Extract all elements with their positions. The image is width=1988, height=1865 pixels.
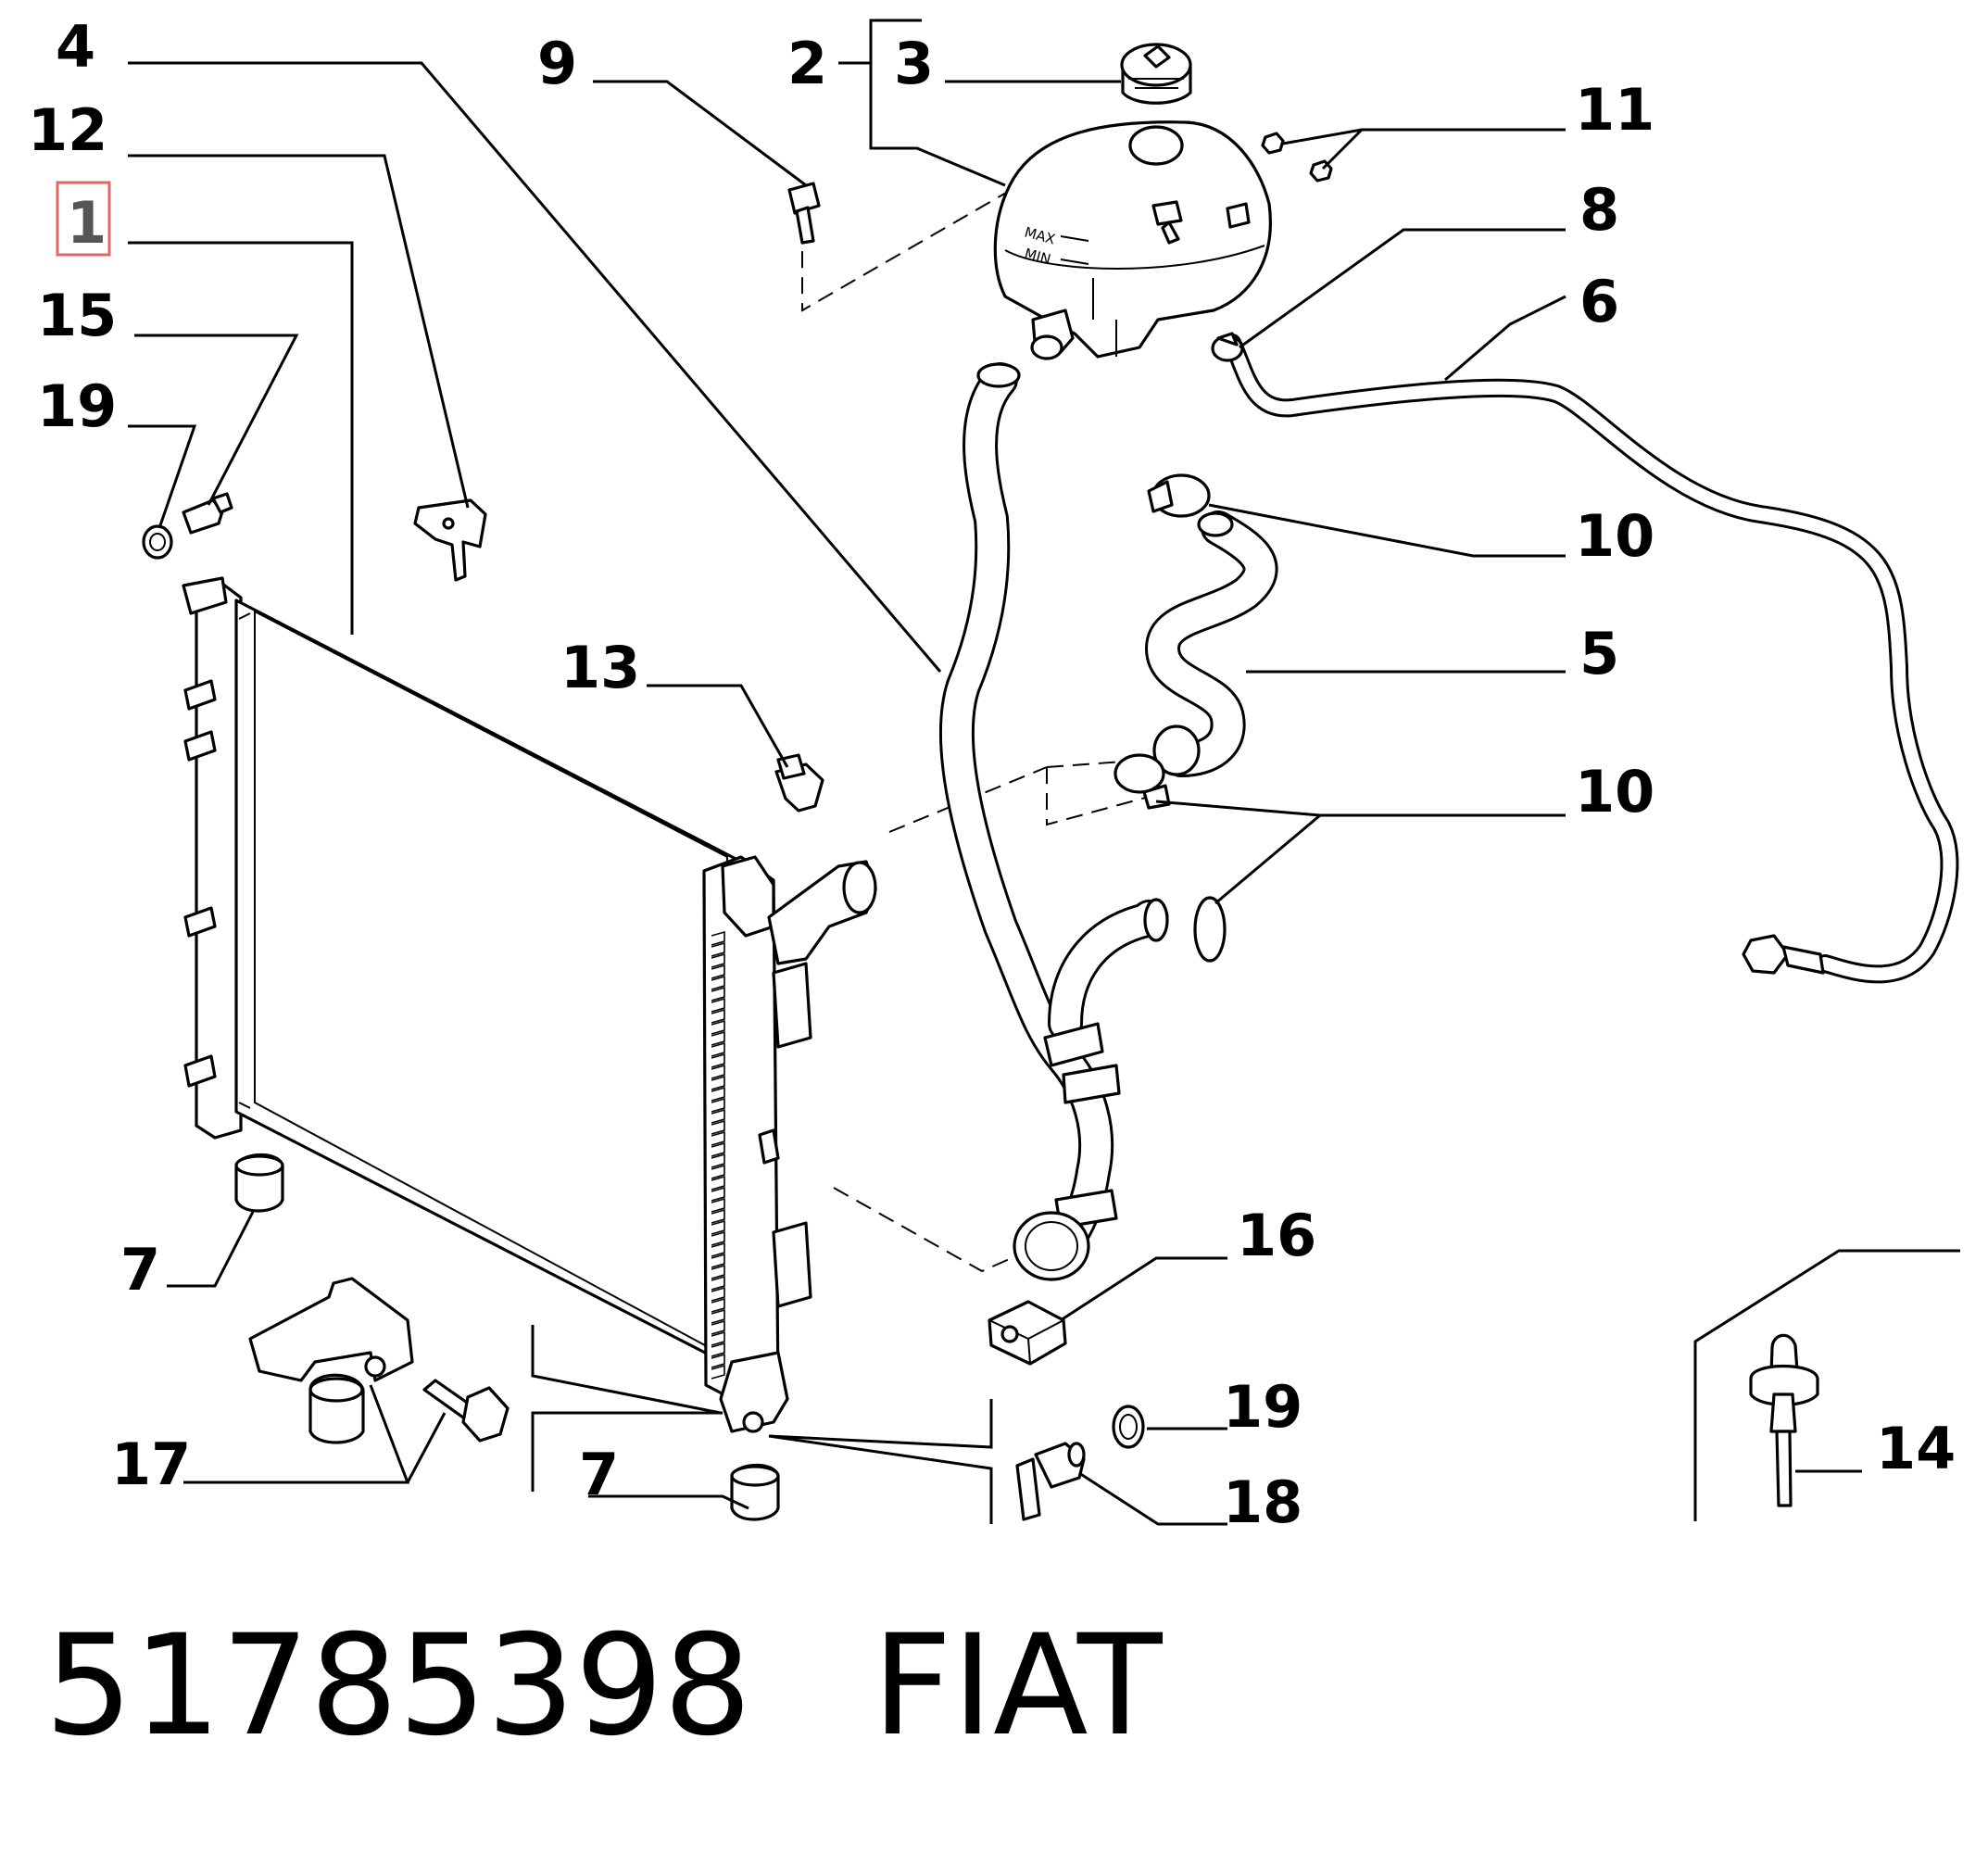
callout-6: 6: [1579, 268, 1619, 335]
radiator: [182, 576, 877, 1433]
callout-10-lower: 10: [1575, 758, 1655, 825]
callout-5: 5: [1579, 620, 1619, 687]
tank-cap: [1120, 43, 1192, 105]
callout-10-upper: 10: [1575, 502, 1655, 570]
callout-1: 1: [67, 189, 107, 257]
hose-lower: [1145, 510, 1278, 777]
callout-18: 18: [1223, 1468, 1302, 1536]
seal-19-right: [1112, 1405, 1145, 1449]
callout-2: 2: [787, 30, 827, 97]
callout-19-right: 19: [1223, 1373, 1302, 1441]
right-tank-fins: [711, 930, 725, 1380]
callout-16: 16: [1237, 1202, 1316, 1269]
callout-7-left: 7: [120, 1236, 160, 1304]
callout-11: 11: [1575, 76, 1655, 144]
part-number: 51785398: [44, 1606, 752, 1767]
bolt-9: [787, 182, 821, 245]
callout-9: 9: [537, 30, 577, 97]
callout-1-highlight-box: [56, 181, 111, 257]
drain-plug-18: [1015, 1442, 1086, 1521]
clamp-8: [1211, 332, 1244, 362]
callout-numbers: 4 12 1 15 19 9 2 3 11 8 6 10 5 10 13 16 …: [28, 13, 1956, 1536]
callout-15: 15: [37, 282, 117, 349]
callout-14: 14: [1876, 1415, 1956, 1482]
brand-name: FIAT: [872, 1606, 1163, 1767]
plug-15: [182, 492, 233, 535]
bolt-17: [422, 1379, 510, 1443]
coolant-pipe: [1223, 334, 1959, 984]
callout-8: 8: [1579, 176, 1619, 244]
leader-lines: [128, 19, 1960, 1526]
callout-17: 17: [111, 1430, 191, 1498]
callout-12: 12: [28, 96, 107, 164]
mount-16: [988, 1300, 1067, 1366]
callout-7-bottom: 7: [579, 1441, 619, 1508]
bracket-12: [413, 498, 487, 582]
seal-19-left: [142, 524, 173, 560]
cap-7-left: [234, 1153, 284, 1213]
push-rivet-14: [1749, 1333, 1819, 1507]
callout-3: 3: [894, 30, 934, 97]
nuts-11: [1261, 132, 1333, 183]
bracket-17: [248, 1277, 414, 1444]
cap-7-bottom: [730, 1463, 780, 1521]
callout-13: 13: [560, 634, 640, 701]
hose-clamps-10: [1114, 473, 1227, 963]
left-tank-nozzles: [183, 679, 217, 1088]
clip-13: [774, 753, 824, 813]
expansion-tank: MAX MIN: [993, 120, 1272, 360]
callout-19-left: 19: [37, 372, 117, 440]
hose-upper-radiator: [938, 362, 1169, 1281]
callout-4: 4: [56, 13, 95, 81]
